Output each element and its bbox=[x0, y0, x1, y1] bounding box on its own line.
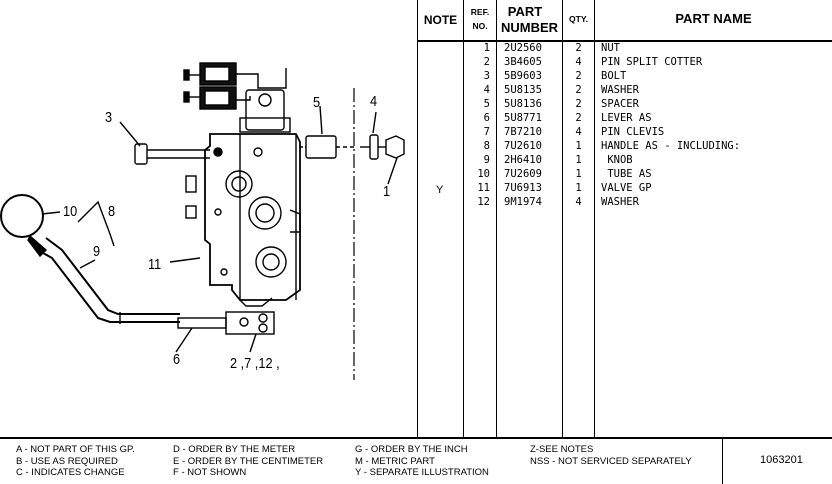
legend-m: M - METRIC PART bbox=[355, 455, 435, 467]
row-part-number: 7U2609 bbox=[504, 168, 542, 180]
row-qty: 2 bbox=[575, 70, 582, 82]
legend-d: D - ORDER BY THE METER bbox=[173, 444, 296, 455]
row-part-name: PIN SPLIT COTTER bbox=[601, 56, 703, 68]
row-part-number: 2U2560 bbox=[504, 42, 542, 54]
note-value: Y bbox=[436, 184, 444, 196]
row-qty: 1 bbox=[575, 140, 582, 152]
legend-a: A - NOT PART OF THIS GP. bbox=[16, 444, 135, 455]
row-part-name: TUBE AS bbox=[601, 168, 652, 180]
callout-8: 8 bbox=[108, 203, 116, 220]
callout-10: 10 bbox=[63, 203, 78, 220]
callout-1: 1 bbox=[383, 183, 391, 200]
row-part-name: LEVER AS bbox=[601, 112, 652, 124]
illustration-number: 1063201 bbox=[760, 454, 803, 466]
row-part-number: 9M1974 bbox=[504, 196, 542, 208]
row-ref-no: 5 bbox=[483, 98, 490, 110]
legend-b: B - USE AS REQUIRED bbox=[16, 455, 118, 467]
header-ref-no-2: NO. bbox=[472, 21, 488, 31]
row-ref-no: 8 bbox=[483, 140, 490, 152]
row-part-name: BOLT bbox=[601, 70, 627, 82]
header-part-name: PART NAME bbox=[675, 11, 752, 26]
legend-col-4: Z-SEE NOTES NSS - NOT SERVICED SEPARATEL… bbox=[530, 444, 692, 467]
header-note: NOTE bbox=[423, 13, 458, 27]
legend-g: G - ORDER BY THE INCH bbox=[355, 444, 468, 455]
row-ref-no: 12 bbox=[477, 196, 490, 208]
row-part-number: 3B4605 bbox=[504, 56, 542, 68]
row-part-name: NUT bbox=[601, 42, 620, 54]
callout-6: 6 bbox=[173, 351, 181, 368]
row-part-number: 5U8136 bbox=[504, 98, 542, 110]
callout-5: 5 bbox=[313, 94, 321, 111]
exploded-view-drawing bbox=[0, 62, 405, 380]
row-ref-no: 1 bbox=[483, 42, 490, 54]
legend-nss: NSS - NOT SERVICED SEPARATELY bbox=[530, 455, 692, 467]
row-part-number: 5U8135 bbox=[504, 84, 542, 96]
callout-2-7-12: 2 ,7 ,12 , bbox=[230, 355, 280, 372]
row-ref-no: 9 bbox=[483, 154, 490, 166]
row-part-name: PIN CLEVIS bbox=[601, 126, 665, 138]
legend-z: Z-SEE NOTES bbox=[530, 444, 594, 455]
row-part-number: 2H6410 bbox=[504, 154, 542, 166]
row-part-name: SPACER bbox=[601, 98, 639, 110]
callout-3: 3 bbox=[105, 109, 113, 126]
legend-col-1: A - NOT PART OF THIS GP. B - USE AS REQU… bbox=[16, 444, 135, 479]
row-part-number: 7U2610 bbox=[504, 140, 542, 152]
callout-9: 9 bbox=[93, 243, 101, 260]
row-part-name: WASHER bbox=[601, 84, 639, 96]
row-ref-no: 6 bbox=[483, 112, 490, 124]
row-qty: 2 bbox=[575, 98, 582, 110]
header-qty: QTY. bbox=[569, 14, 588, 24]
legend-col-2: D - ORDER BY THE METER E - ORDER BY THE … bbox=[173, 444, 323, 479]
row-part-number: 7B7210 bbox=[504, 126, 542, 138]
row-ref-no: 4 bbox=[483, 84, 490, 96]
row-ref-no: 7 bbox=[483, 126, 490, 138]
row-qty: 2 bbox=[575, 84, 582, 96]
row-ref-no: 10 bbox=[477, 168, 490, 180]
row-part-number: 7U6913 bbox=[504, 182, 542, 194]
row-qty: 1 bbox=[575, 168, 582, 180]
row-qty: 4 bbox=[575, 196, 582, 208]
row-qty: 4 bbox=[575, 56, 582, 68]
row-part-name: VALVE GP bbox=[601, 182, 652, 194]
callout-11: 11 bbox=[148, 256, 162, 273]
row-qty: 4 bbox=[575, 126, 582, 138]
header-ref-no-1: REF. bbox=[470, 7, 490, 17]
row-part-name: WASHER bbox=[601, 196, 639, 208]
header-part-number-2: NUMBER bbox=[500, 20, 559, 35]
legend-col-3: G - ORDER BY THE INCH M - METRIC PART Y … bbox=[355, 444, 489, 479]
row-qty: 1 bbox=[575, 182, 582, 194]
row-part-name: KNOB bbox=[601, 154, 633, 166]
row-ref-no: 2 bbox=[483, 56, 490, 68]
row-part-number: 5U8771 bbox=[504, 112, 542, 124]
row-qty: 2 bbox=[575, 112, 582, 124]
row-qty: 1 bbox=[575, 154, 582, 166]
legend-c: C - INDICATES CHANGE bbox=[16, 467, 125, 478]
legend-e: E - ORDER BY THE CENTIMETER bbox=[173, 455, 324, 467]
row-part-name: HANDLE AS - INCLUDING: bbox=[601, 140, 741, 152]
row-qty: 2 bbox=[575, 42, 582, 54]
row-part-number: 5B9603 bbox=[504, 70, 542, 82]
row-ref-no: 11 bbox=[477, 182, 490, 194]
row-ref-no: 3 bbox=[483, 70, 490, 82]
legend-f: F - NOT SHOWN bbox=[173, 467, 247, 478]
legend-y: Y - SEPARATE ILLUSTRATION bbox=[355, 467, 489, 478]
header-part-number-1: PART bbox=[507, 4, 543, 19]
callout-4: 4 bbox=[370, 93, 378, 110]
